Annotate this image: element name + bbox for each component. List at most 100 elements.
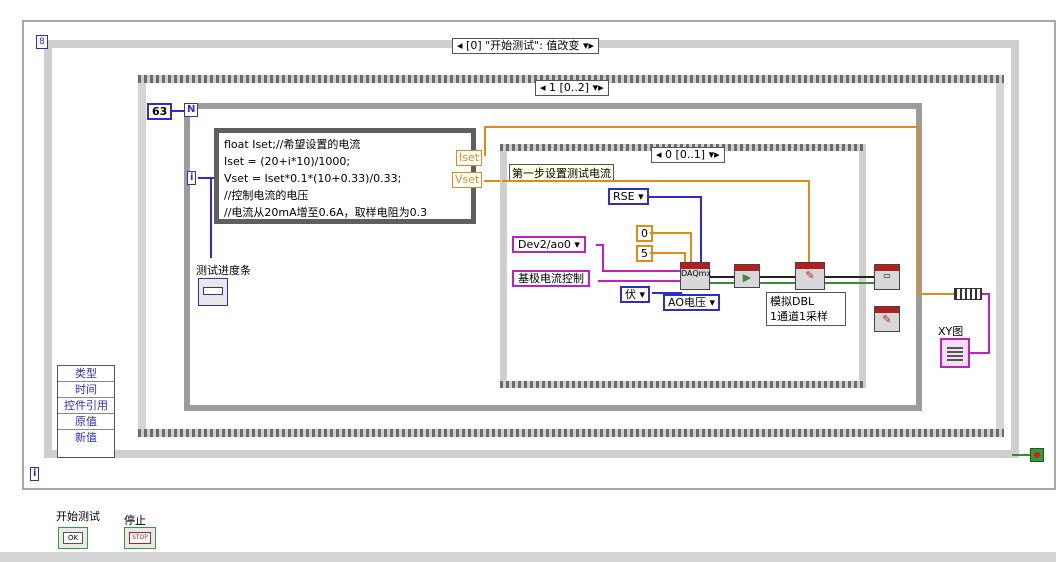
- progress-bar-icon: [203, 287, 223, 295]
- ao-voltage-selector[interactable]: AO电压 ▾: [663, 294, 721, 311]
- daqmx-banner: [875, 265, 899, 271]
- inner-sequence-label: 0 [0..1]: [665, 148, 706, 161]
- pencil-icon: ✎: [882, 313, 892, 326]
- xy-graph-indicator[interactable]: [940, 338, 970, 368]
- formula-line: float Iset;//希望设置的电流: [224, 138, 361, 151]
- bundle-icon: [955, 289, 981, 299]
- outer-sequence-film-top: [138, 75, 1004, 83]
- max-wire-down: [684, 252, 686, 262]
- daqmx-write-second-vi[interactable]: ✎: [874, 306, 900, 332]
- daqmx-banner: [681, 263, 709, 269]
- event-data-old-value: 原值: [58, 414, 114, 430]
- channel-wire-right: [602, 270, 680, 272]
- iset-wire-riser: [484, 126, 486, 156]
- clear-task-icon: ▭: [883, 271, 891, 280]
- loop-iteration-terminal: i: [187, 171, 197, 185]
- bundle-node[interactable]: [954, 288, 982, 300]
- base-current-wire: [598, 280, 682, 282]
- iteration-wire: [198, 177, 216, 179]
- rse-wire-down: [700, 196, 702, 262]
- min-wire-down: [690, 232, 692, 262]
- outer-sequence-selector[interactable]: ◂ 1 [0..2] ▾▸: [535, 80, 609, 96]
- rse-constant[interactable]: RSE ▾: [608, 188, 649, 205]
- event-structure-icon: 8: [36, 35, 48, 49]
- daqmx-start-task-vi[interactable]: ▶: [734, 264, 760, 288]
- units-constant[interactable]: 伏 ▾: [620, 286, 651, 303]
- loop-count-terminal[interactable]: N: [184, 103, 199, 117]
- polymorphic-line-1: 模拟DBL: [770, 295, 815, 308]
- event-data-type: 类型: [58, 366, 114, 382]
- loop-count-constant[interactable]: 63: [147, 103, 173, 120]
- start-button[interactable]: OK: [58, 527, 88, 549]
- bundle-out-wire-left: [970, 352, 990, 354]
- formula-output-vset: Vset: [452, 172, 483, 188]
- iteration-wire-down: [210, 178, 212, 258]
- play-icon: ▶: [742, 271, 752, 284]
- inner-sequence-selector[interactable]: ◂ 0 [0..1] ▾▸: [651, 147, 725, 163]
- event-data-node[interactable]: 类型 时间 控件引用 原值 新值: [57, 365, 115, 458]
- bundle-wire: [918, 293, 954, 295]
- channel-wire-down: [602, 244, 604, 272]
- vset-wire: [484, 180, 502, 182]
- max-wire: [650, 252, 686, 254]
- daqmx-banner: [796, 263, 824, 269]
- formula-output-iset: Iset: [456, 150, 483, 166]
- min-wire: [650, 232, 692, 234]
- decrement-arrow-icon[interactable]: ◂: [457, 39, 463, 52]
- dropdown-arrow-icon[interactable]: ▾▸: [708, 148, 720, 161]
- inner-sequence-film-bottom: [500, 381, 866, 388]
- decrement-arrow-icon[interactable]: ◂: [656, 148, 662, 161]
- error-wire: [710, 282, 734, 284]
- error-wire: [825, 282, 875, 284]
- xy-graph-label: XY图: [938, 325, 964, 338]
- iset-wire-top: [484, 126, 920, 128]
- units-wire: [652, 292, 682, 294]
- dropdown-arrow-icon[interactable]: ▾▸: [582, 39, 594, 52]
- channel-wire: [596, 244, 604, 246]
- event-data-time: 时间: [58, 382, 114, 398]
- event-case-selector[interactable]: ◂ [0] "开始测试": 值改变 ▾▸: [452, 38, 599, 54]
- start-button-label: 开始测试: [56, 510, 100, 523]
- formula-line: Iset = (20+i*10)/1000;: [224, 155, 351, 168]
- dropdown-arrow-icon[interactable]: ▾▸: [592, 81, 604, 94]
- polymorphic-selector[interactable]: 模拟DBL 1通道1采样: [766, 292, 846, 326]
- pencil-icon: ✎: [805, 269, 815, 282]
- loop-condition-terminal[interactable]: [1030, 448, 1044, 462]
- formula-node[interactable]: float Iset;//希望设置的电流 Iset = (20+i*10)/10…: [214, 128, 476, 224]
- outer-sequence-label: 1 [0..2]: [549, 81, 590, 94]
- daqmx-create-channel-vi[interactable]: DAQmx: [680, 262, 712, 290]
- daqmx-write-vi[interactable]: ✎: [795, 262, 825, 290]
- iset-wire-right: [918, 126, 920, 294]
- status-strip: [0, 552, 1056, 562]
- while-loop-iteration-terminal: i: [30, 467, 40, 481]
- step-comment: 第一步设置测试电流: [509, 164, 614, 182]
- formula-line: Vset = Iset*0.1*(10+0.33)/0.33;: [224, 172, 402, 185]
- event-case-label: [0] "开始测试": 值改变: [466, 39, 580, 52]
- vset-data-wire: [808, 182, 810, 262]
- decrement-arrow-icon[interactable]: ◂: [540, 81, 546, 94]
- progress-label: 测试进度条: [196, 264, 251, 277]
- create-channel-icon: DAQmx: [681, 269, 712, 278]
- event-data-new-value: 新值: [75, 431, 97, 444]
- stop-sign-icon: [1034, 452, 1040, 458]
- base-current-control-label: 基极电流控制: [512, 270, 590, 287]
- daqmx-banner: [735, 265, 759, 271]
- formula-line: //控制电流的电压: [224, 189, 309, 202]
- xy-graph-icon: [947, 345, 963, 361]
- polymorphic-line-2: 1通道1采样: [770, 310, 828, 323]
- daqmx-clear-task-vi[interactable]: ▭: [874, 264, 900, 290]
- stop-wire: [1012, 454, 1030, 456]
- channel-constant[interactable]: Dev2/ao0 ▾: [512, 236, 586, 253]
- bundle-out-wire-down: [988, 293, 990, 353]
- outer-sequence-film-bottom: [138, 429, 1004, 437]
- event-data-control-ref: 控件引用: [58, 398, 114, 414]
- formula-line: //电流从20mA增至0.6A，取样电阻为0.3: [224, 206, 428, 219]
- stop-button-icon: STOP: [129, 532, 151, 544]
- task-wire: [710, 276, 734, 278]
- error-wire: [760, 282, 795, 284]
- ok-button-icon: OK: [63, 532, 83, 544]
- rse-wire: [648, 196, 702, 198]
- loop-count-wire: [170, 110, 184, 112]
- progress-bar-indicator[interactable]: [198, 278, 228, 306]
- stop-button[interactable]: STOP: [124, 527, 156, 549]
